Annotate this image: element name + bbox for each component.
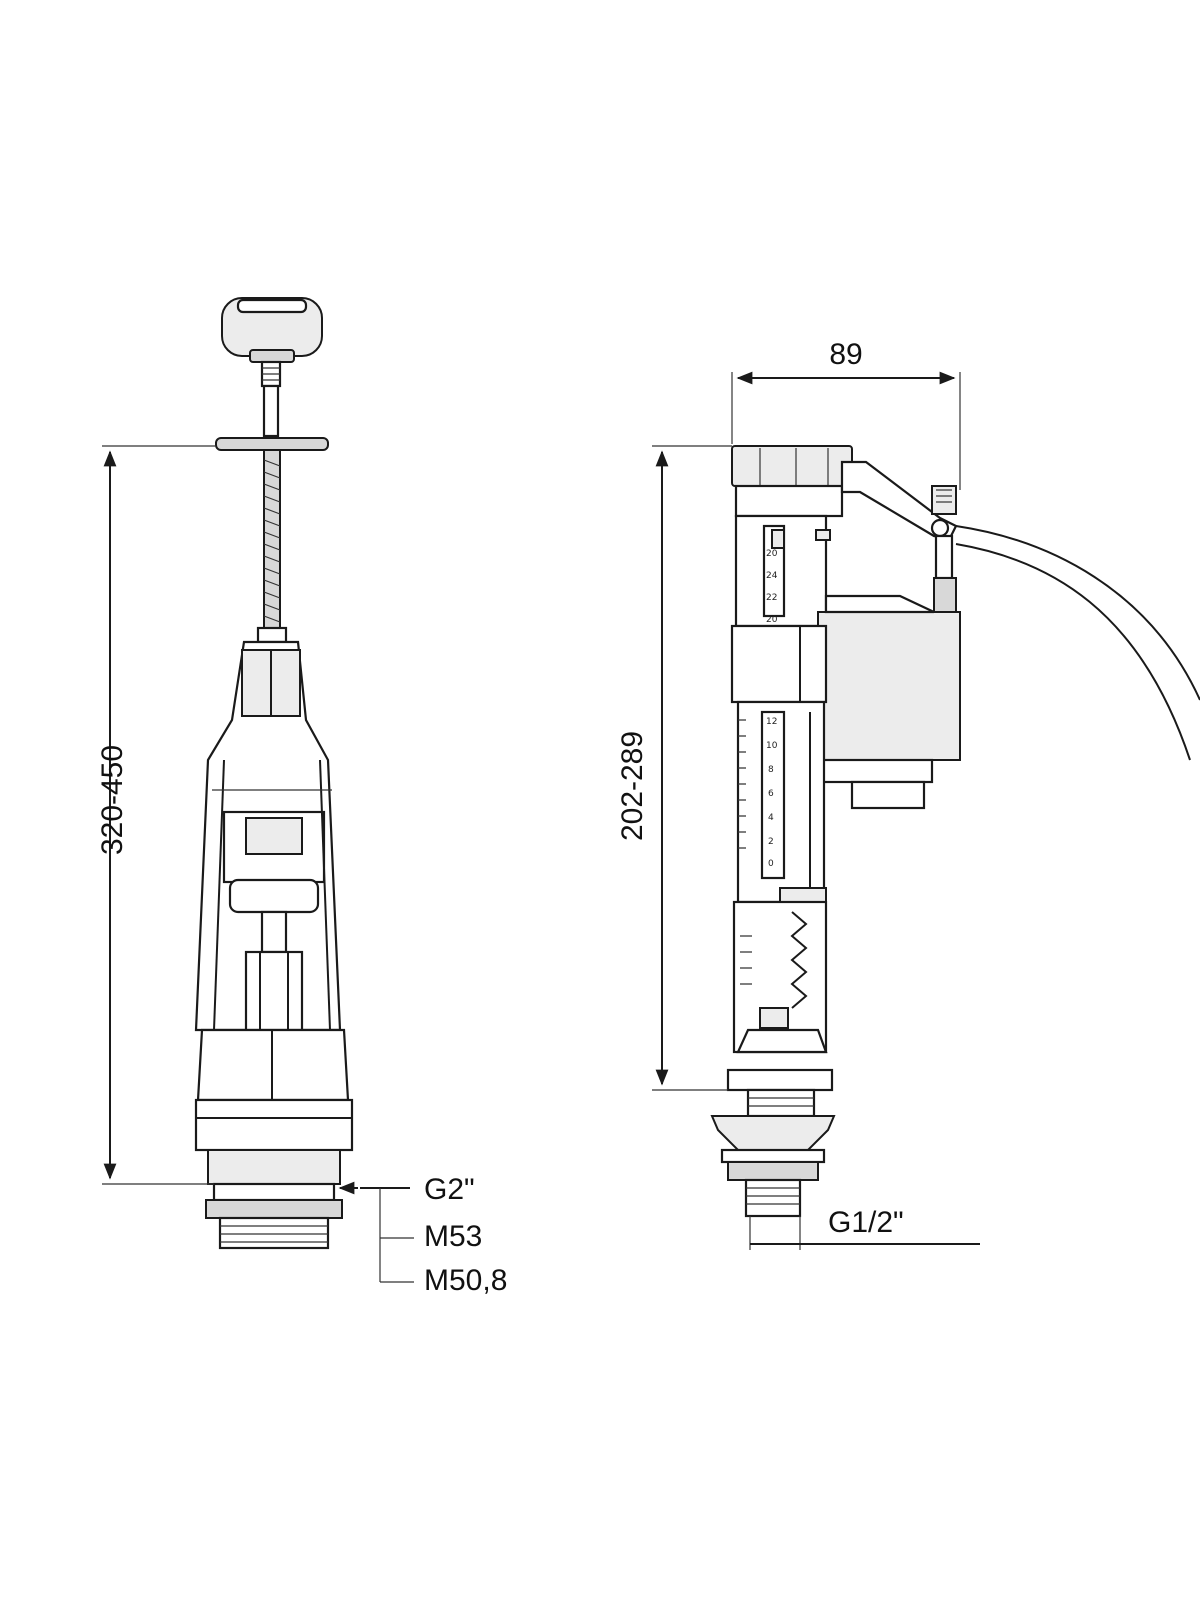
fill-valve-base — [710, 1068, 836, 1218]
fill-valve-cap — [731, 445, 853, 518]
float-cable — [955, 525, 1200, 701]
fill-valve-lever — [840, 460, 958, 613]
svg-text:22: 22 — [766, 593, 777, 603]
svg-text:4: 4 — [768, 813, 774, 823]
fill-valve-spring — [732, 900, 828, 1054]
fill-valve-column: 20 24 22 20 — [734, 514, 831, 628]
thread-m50-label: M50,8 — [424, 1264, 507, 1297]
fill-width-label: 89 — [829, 338, 862, 371]
svg-text:8: 8 — [768, 765, 774, 775]
fill-valve: 20 24 22 20 12 10 8 6 4 2 0 — [616, 338, 1200, 1250]
fill-thread-callout: G1/2" — [749, 1206, 980, 1250]
float-box — [817, 594, 961, 810]
flush-height-dimension: 320-450 — [96, 445, 216, 1185]
svg-text:24: 24 — [766, 571, 778, 581]
thread-m53-label: M53 — [424, 1220, 482, 1253]
clamp-band — [730, 624, 828, 704]
flush-height-label: 320-450 — [96, 745, 129, 855]
svg-text:6: 6 — [768, 789, 774, 799]
flush-valve: 320-450 G2" M53 M50,8 — [96, 297, 507, 1297]
fill-width-dimension: 89 — [731, 338, 961, 490]
flush-valve-base — [194, 1028, 354, 1250]
svg-text:2: 2 — [768, 837, 774, 847]
svg-text:20: 20 — [766, 549, 778, 559]
flush-valve-body — [194, 640, 342, 1032]
svg-text:12: 12 — [766, 717, 777, 727]
svg-text:0: 0 — [768, 859, 774, 869]
thread-g12-label: G1/2" — [828, 1206, 904, 1239]
svg-text:10: 10 — [766, 741, 778, 751]
thread-g2-label: G2" — [424, 1173, 475, 1206]
spindle — [215, 360, 329, 644]
svg-text:20: 20 — [766, 615, 778, 625]
fill-valve-scale-column: 12 10 8 6 4 2 0 — [736, 700, 827, 909]
fill-height-label: 202-289 — [616, 731, 649, 841]
fill-height-dimension: 202-289 — [616, 445, 732, 1091]
flush-thread-callouts: G2" M53 M50,8 — [338, 1173, 507, 1297]
push-button — [221, 297, 323, 363]
float-cable-inner — [955, 543, 1191, 761]
